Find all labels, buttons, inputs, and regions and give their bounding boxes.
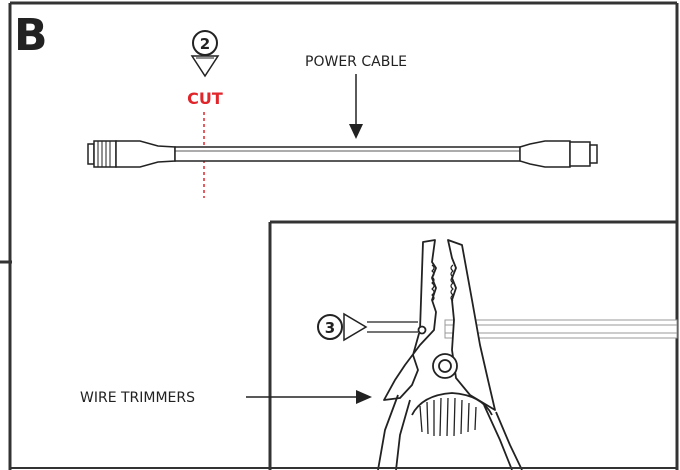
power-cable-label: POWER CABLE xyxy=(305,54,407,70)
inset-frame xyxy=(268,220,677,470)
step-2-marker: 2 CUT xyxy=(187,30,223,198)
power-cable xyxy=(87,140,598,168)
step-3-number: 3 xyxy=(325,319,335,337)
step-2-number: 2 xyxy=(200,35,210,53)
wire-trimmers xyxy=(377,239,523,470)
cut-label: CUT xyxy=(187,89,223,108)
step-3-right-arrow-icon xyxy=(343,312,368,342)
cable-in-stripper xyxy=(444,319,678,339)
step-2-down-arrow-icon xyxy=(190,55,220,78)
wire-trimmers-label: WIRE TRIMMERS xyxy=(80,390,195,406)
step-2-circle xyxy=(192,30,218,56)
step-3-marker: 3 xyxy=(317,312,418,342)
wire-trimmers-arrow-icon xyxy=(246,390,372,404)
power-cable-arrow-icon xyxy=(349,74,363,139)
panel-letter: B xyxy=(14,10,48,61)
step-3-circle xyxy=(317,314,343,340)
